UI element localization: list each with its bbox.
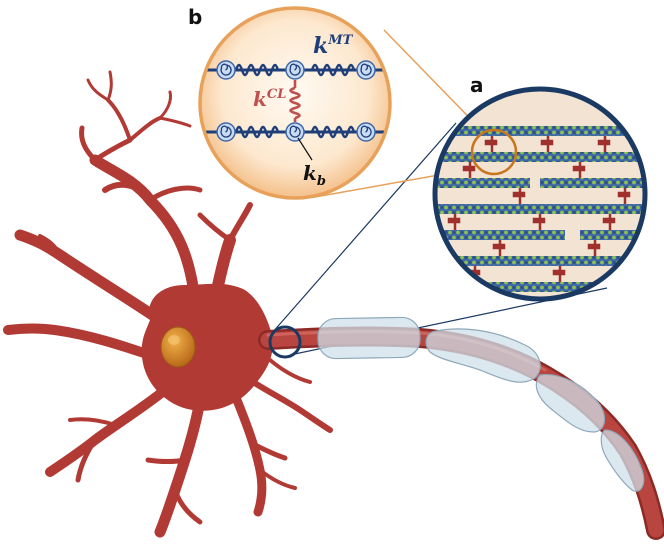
bending-node: [216, 122, 236, 142]
myelin-sheath: [535, 373, 606, 433]
bending-node: [216, 60, 236, 80]
zoom-panel-b: kMT kCL kb: [198, 6, 392, 200]
panel-label-a: a: [470, 73, 484, 97]
myelin-sheath: [425, 328, 541, 383]
myelin-sheaths: [317, 316, 645, 492]
microtubule-bundle: [435, 126, 645, 292]
myelin-sheath: [600, 429, 645, 492]
microtubule-spring-top: [234, 63, 356, 77]
crosslinks: [447, 136, 631, 282]
kb-pointer-line: [297, 137, 313, 161]
neuron-cell-body: [3, 70, 333, 538]
nucleus: [160, 326, 196, 368]
bending-node: [356, 60, 376, 80]
k-cl-label: kCL: [253, 87, 286, 111]
k-mt-label: kMT: [313, 33, 354, 59]
k-b-label: kb: [303, 161, 326, 189]
crosslink-spring: [289, 80, 301, 122]
bending-nodes: [216, 60, 376, 142]
zoom-connector-line: [271, 122, 457, 334]
panel-label-b: b: [188, 5, 202, 29]
myelin-sheath: [317, 316, 421, 360]
soma: [141, 283, 273, 411]
microtubule-spring-bottom: [234, 125, 356, 139]
zoom-panel-a: [432, 86, 648, 302]
axon-zoom-marker: [268, 325, 302, 359]
bending-node: [285, 122, 305, 142]
zoom-b-source-marker: [470, 128, 518, 176]
bending-node: [356, 122, 376, 142]
bending-node: [285, 60, 305, 80]
